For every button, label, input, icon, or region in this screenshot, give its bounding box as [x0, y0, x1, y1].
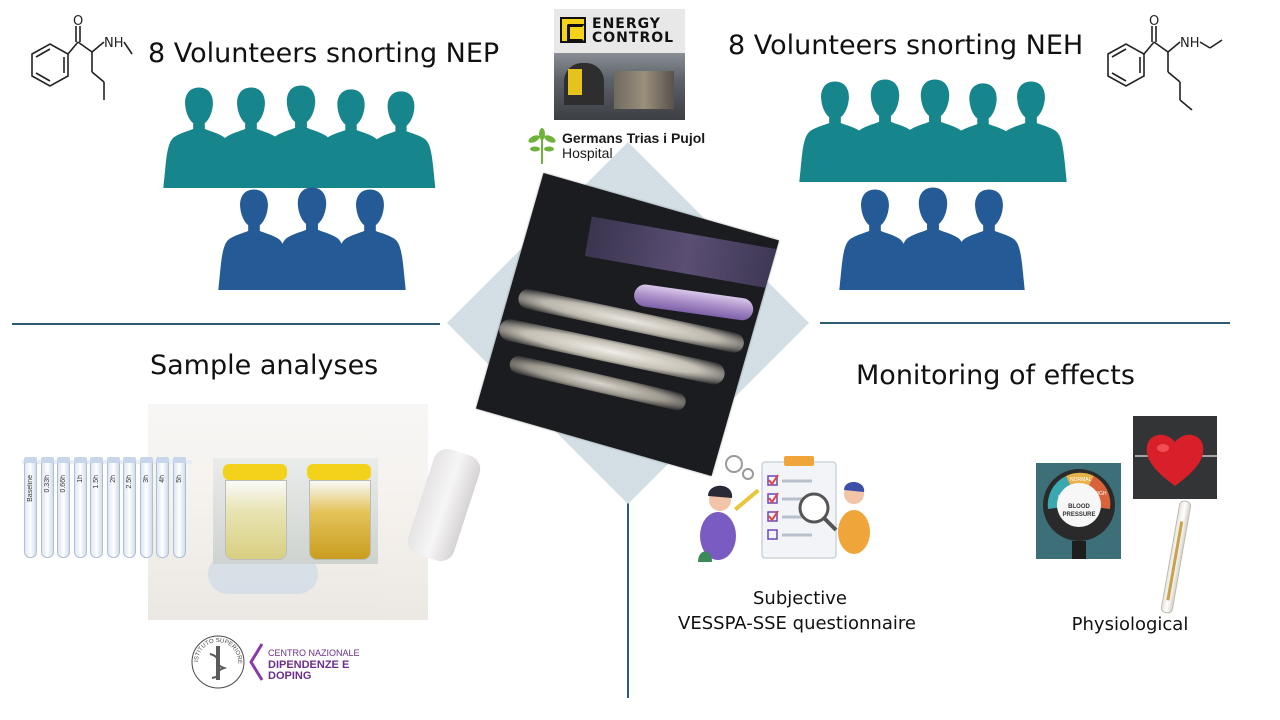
neh-blue-group — [839, 187, 1025, 290]
nep-heading: 8 Volunteers snorting NEP — [148, 38, 500, 69]
cnd-chevron-icon — [249, 643, 264, 681]
oxygen-label: O — [1149, 14, 1159, 29]
sample-tube: 2h — [106, 457, 120, 558]
urine-samples-photo — [213, 458, 378, 564]
hospital-line1: Germans Trias i Pujol — [562, 130, 706, 146]
sample-tube: 2.5h — [123, 457, 136, 558]
sample-tube-label: 1h — [76, 475, 84, 483]
svg-text:LOW: LOW — [1058, 495, 1070, 501]
hospital-line2: Hospital — [562, 145, 613, 161]
sample-tube: 0.66h — [57, 457, 70, 558]
cnd-line1: CENTRO NAZIONALE — [268, 648, 360, 658]
nep-molecule-structure: O NH — [31, 14, 133, 100]
sample-tube: 0.33h — [40, 457, 54, 558]
sample-tube-label: Baseline — [27, 475, 34, 502]
silhouette-teal-5 — [366, 91, 436, 188]
nep-teal-group — [163, 85, 436, 188]
nep-blue-group — [218, 187, 406, 290]
sample-tube: Baseline — [24, 457, 37, 558]
urine-cup-1 — [225, 480, 287, 560]
energy-control-tent-photo — [554, 53, 685, 120]
subjective-caption-line2: VESSPA-SSE questionnaire — [678, 613, 916, 634]
thermometer-icon — [1160, 499, 1192, 615]
monitoring-heading: Monitoring of effects — [856, 360, 1135, 391]
bottom-vertical-divider — [627, 495, 629, 698]
sample-tube-label: 2h — [109, 475, 117, 483]
svg-text:PRESSURE: PRESSURE — [1062, 512, 1095, 518]
powder-lines-photo — [475, 172, 780, 477]
silhouette-blue-3 — [334, 189, 406, 290]
sample-tube: 5h — [172, 457, 186, 558]
subjective-caption-line1: Subjective — [752, 588, 848, 609]
sample-tube-label: 5h — [175, 475, 183, 483]
amine-label: NH — [104, 36, 124, 51]
questionnaire-illustration-icon — [698, 455, 870, 562]
cnd-line2: DIPENDENZE E DOPING — [268, 659, 350, 682]
svg-text:HIGH: HIGH — [1094, 491, 1107, 497]
physiological-caption: Physiological — [1071, 614, 1189, 635]
sample-tube-label: 0.66h — [60, 475, 67, 493]
urine-cup-2 — [309, 480, 371, 560]
blood-pressure-gauge-photo: LOW NORMAL HIGH BLOOD PRESSURE — [1036, 463, 1121, 559]
sample-tubes: Baseline 0.33h 0.66h 1h 1.5h 2h 2.5h 3h 4h 5h — [24, 457, 194, 562]
amine-label: NH — [1180, 36, 1200, 51]
svg-text:NORMAL: NORMAL — [1070, 477, 1092, 483]
left-divider-line — [12, 323, 440, 325]
iss-seal-icon: ISTITUTO SUPERIORE DI SANITÀ — [190, 634, 245, 689]
energy-control-emblem-icon — [560, 17, 586, 43]
cup-lid-2 — [307, 464, 371, 480]
sample-analyses-heading: Sample analyses — [150, 350, 379, 381]
neh-teal-group — [799, 79, 1067, 182]
sample-tube-label: 3h — [142, 475, 150, 483]
right-divider-line — [820, 322, 1230, 324]
sample-tube-label: 4h — [159, 475, 166, 483]
silhouette-blue-3 — [953, 189, 1025, 290]
sample-tube-label: 2.5h — [126, 475, 133, 489]
silhouette-teal-5 — [995, 81, 1067, 182]
sample-tube-label: 0.33h — [43, 475, 51, 493]
hospital-leaf-icon — [528, 128, 556, 164]
sample-tube: 3h — [139, 457, 153, 558]
oxygen-label: O — [73, 14, 83, 29]
cup-lid-1 — [223, 464, 287, 480]
blood-pressure-gauge-icon: LOW NORMAL HIGH BLOOD PRESSURE — [1043, 469, 1115, 559]
sample-tube: 4h — [156, 457, 169, 558]
germans-trias-logo: Germans Trias i Pujol Hospital — [528, 128, 728, 164]
neh-molecule-structure: O NH — [1107, 14, 1223, 111]
energy-control-logo: ENERGY CONTROL — [554, 9, 685, 120]
sample-tube: 1h — [73, 457, 87, 558]
heart-photo — [1133, 416, 1217, 499]
neh-heading: 8 Volunteers snorting NEH — [728, 30, 1084, 61]
heart-icon — [1135, 434, 1217, 486]
svg-text:BLOOD: BLOOD — [1068, 504, 1090, 510]
energy-control-line1: ENERGY — [592, 16, 661, 32]
iss-cnd-logo: ISTITUTO SUPERIORE DI SANITÀ CENTRO NAZI… — [190, 634, 390, 690]
sample-tube-label: 1.5h — [93, 475, 100, 489]
energy-control-line2: CONTROL — [592, 30, 675, 46]
sample-tube: 1.5h — [90, 457, 103, 558]
card-edge — [584, 216, 780, 291]
